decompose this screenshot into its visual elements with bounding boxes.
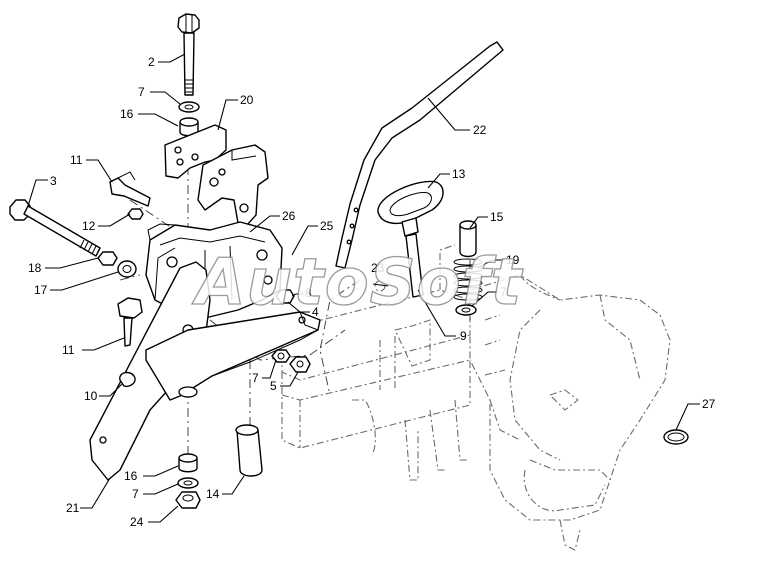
bolt-2 — [177, 13, 200, 96]
nut-12 — [127, 208, 144, 220]
callout-23: 23 — [371, 261, 385, 275]
callout-19: 19 — [506, 253, 520, 267]
washer-7-middle — [271, 349, 291, 363]
callout-21: 21 — [66, 501, 80, 515]
bolt-3 — [9, 199, 101, 257]
bushing-17 — [117, 260, 137, 278]
bushing-16-bottom — [178, 453, 198, 473]
autosoft-watermark: AutoSoft — [191, 246, 524, 320]
callout-labels: 2 7 16 20 11 3 12 26 25 22 13 15 19 7 9 … — [28, 55, 716, 529]
callout-24: 24 — [130, 515, 144, 529]
pin-15 — [459, 220, 477, 258]
callout-7-middle: 7 — [252, 371, 259, 385]
washer-7-bottom — [177, 477, 199, 489]
clip-10 — [119, 371, 136, 388]
circlip-27 — [663, 429, 689, 445]
callout-15: 15 — [490, 210, 504, 224]
washer-7-top — [178, 101, 200, 113]
sleeve-14 — [235, 424, 263, 477]
callout-4: 4 — [312, 305, 319, 319]
callout-16-top: 16 — [120, 107, 134, 121]
t-handle-pin-13 — [377, 180, 444, 298]
callout-5: 5 — [270, 379, 277, 393]
callout-3: 3 — [50, 174, 57, 188]
clip-pin-11-bottom — [117, 297, 143, 347]
callout-26: 26 — [282, 209, 296, 223]
callout-16-bottom: 16 — [124, 469, 138, 483]
frame-outline — [281, 244, 671, 551]
callout-22: 22 — [473, 123, 487, 137]
nut-18 — [97, 251, 118, 266]
callout-20: 20 — [240, 93, 254, 107]
callout-14: 14 — [206, 487, 220, 501]
callout-27: 27 — [702, 397, 716, 411]
callout-17: 17 — [34, 283, 48, 297]
washer-7-right — [455, 304, 477, 316]
nut-5 — [289, 356, 311, 373]
callout-2: 2 — [148, 55, 155, 69]
pin-23 — [372, 283, 389, 287]
leader-lines — [27, 53, 700, 523]
callout-9: 9 — [460, 329, 467, 343]
callout-12: 12 — [82, 219, 96, 233]
plate-arm-21 — [89, 261, 321, 481]
bracket-20 — [164, 124, 269, 226]
clip-pin-11-top — [109, 171, 151, 207]
callout-25: 25 — [320, 219, 334, 233]
nut-8 — [275, 289, 295, 304]
callout-7-top: 7 — [138, 85, 145, 99]
callout-7-right: 7 — [500, 285, 507, 299]
nut-24 — [175, 491, 201, 509]
callout-11-top: 11 — [70, 153, 83, 167]
callout-8: 8 — [305, 286, 312, 300]
spring-19 — [453, 258, 483, 301]
callout-18: 18 — [28, 261, 42, 275]
callout-13: 13 — [452, 167, 466, 181]
callout-7-bottom: 7 — [132, 487, 139, 501]
callout-10: 10 — [84, 389, 98, 403]
callout-11-bottom: 11 — [62, 343, 75, 357]
lever-22 — [335, 41, 504, 269]
